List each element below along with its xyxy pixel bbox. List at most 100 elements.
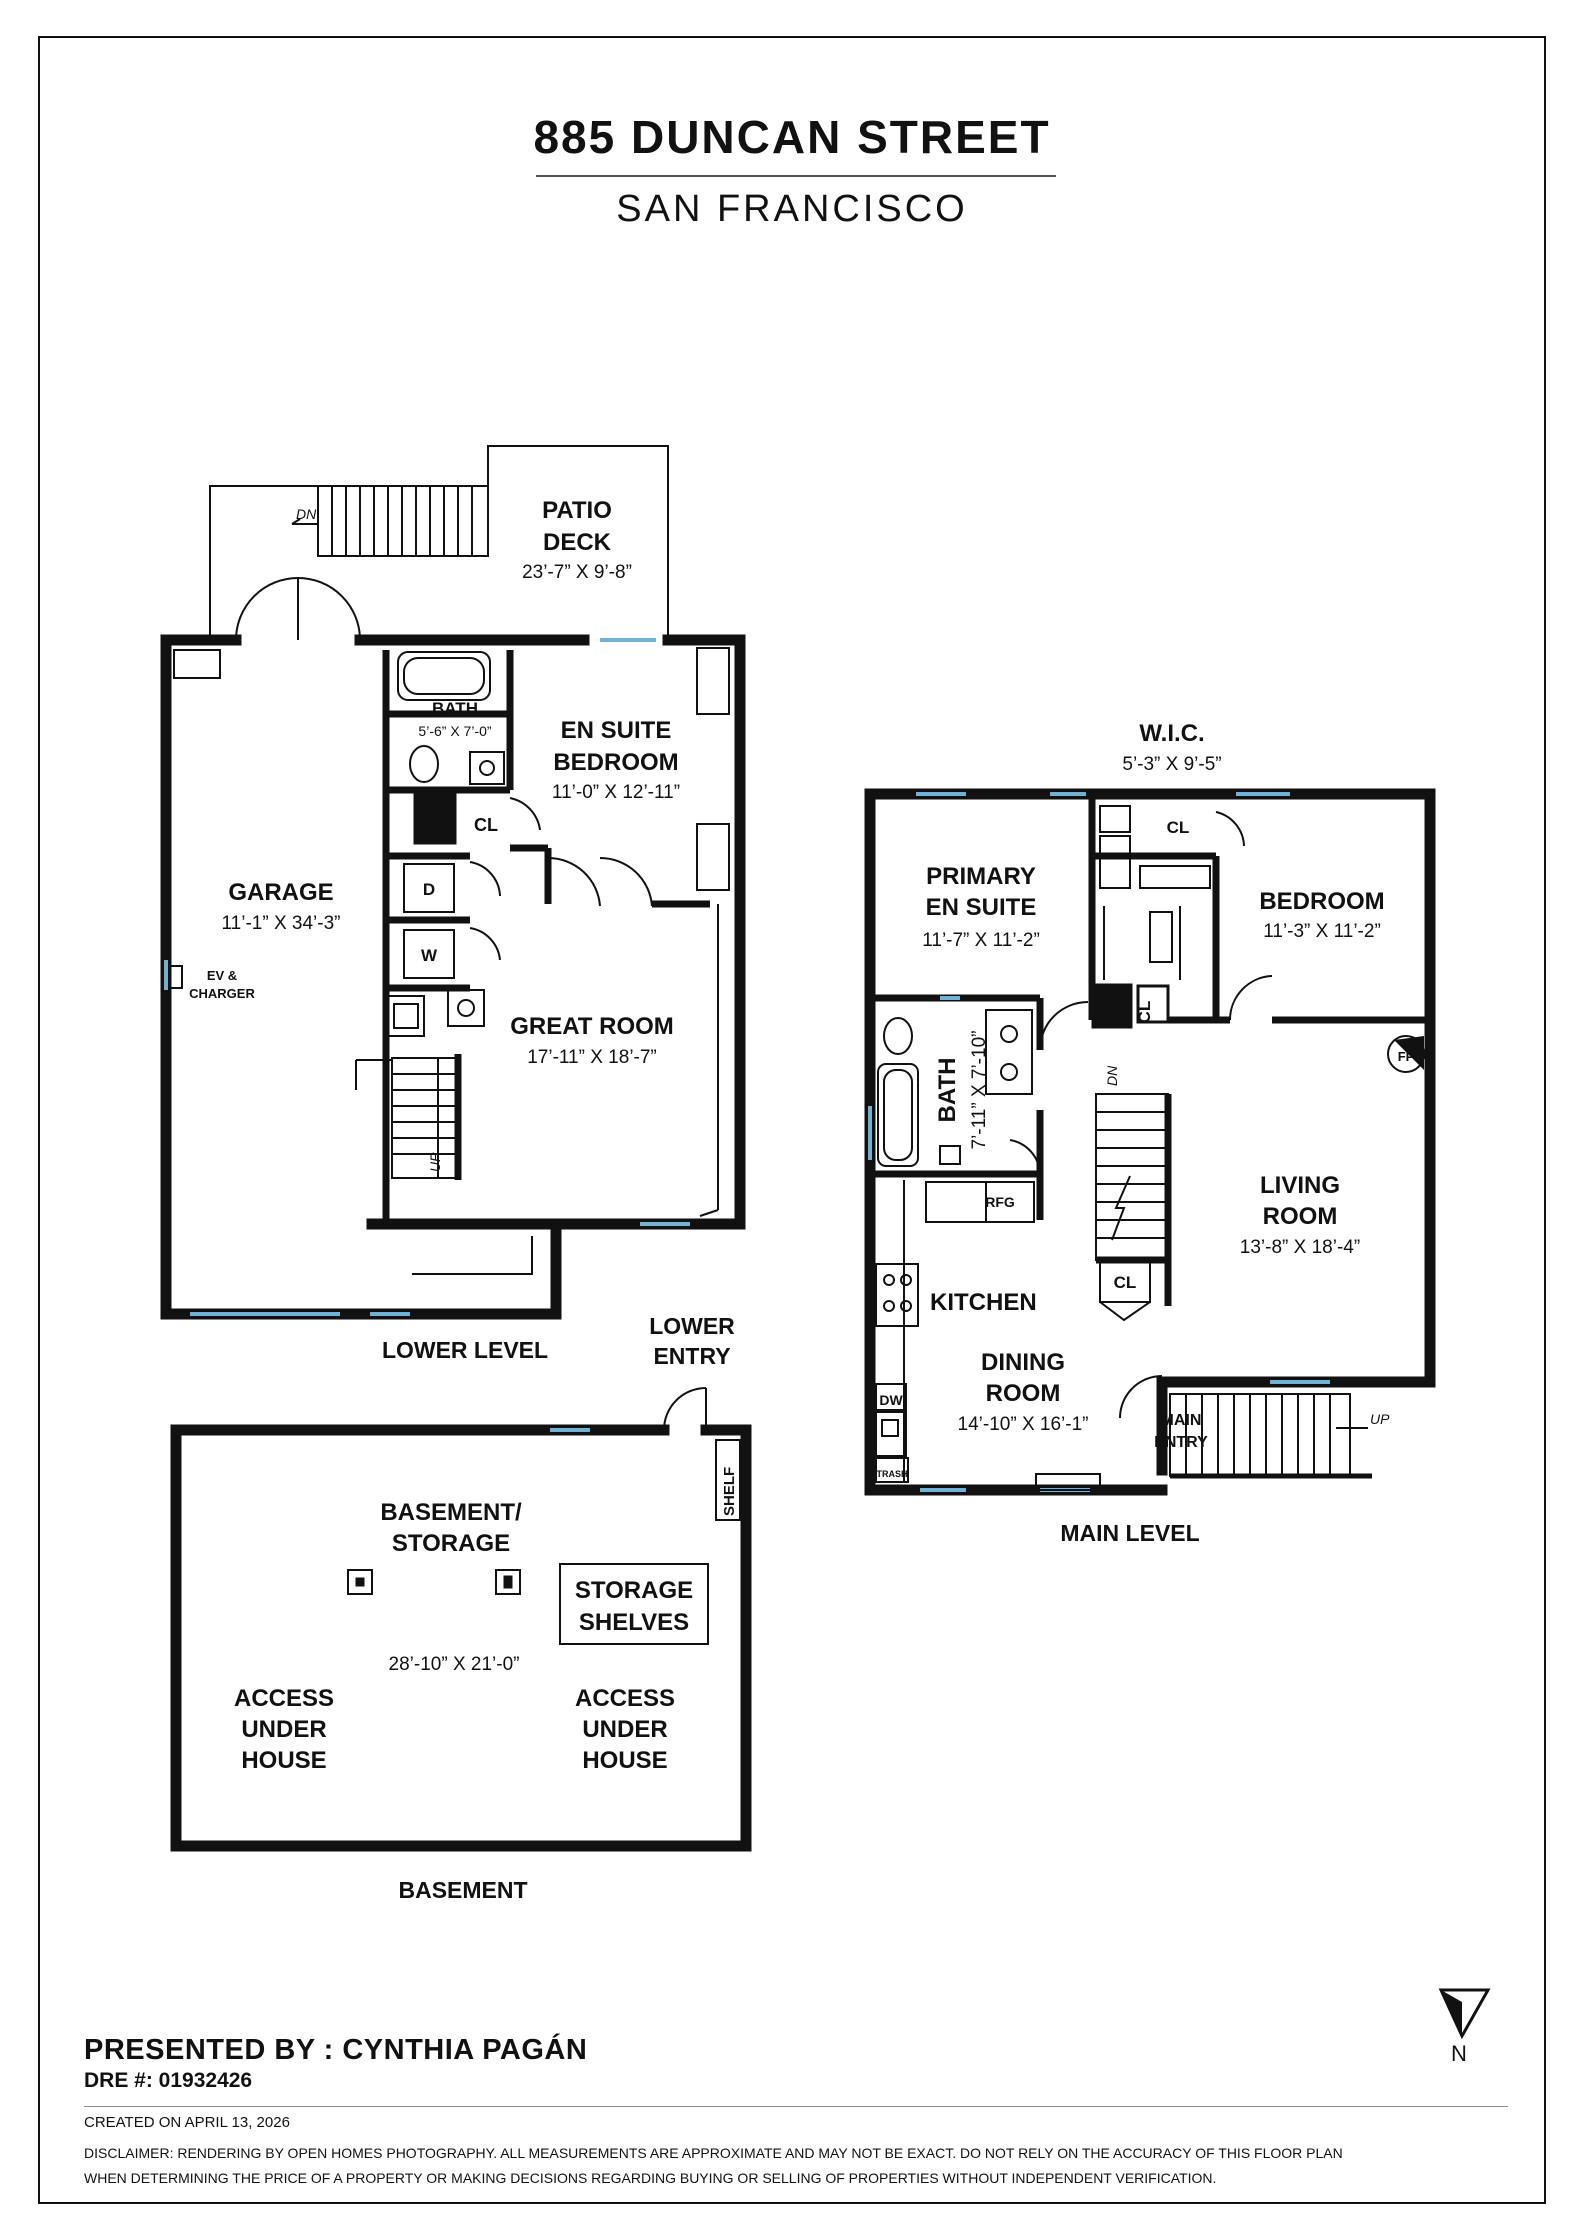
fireplace-symbol [1387,1035,1425,1073]
stair-closet-label: CL [1114,1273,1137,1292]
main-entry-label-line2: ENTRY [1154,1434,1208,1451]
disclaimer-line-2: WHEN DETERMINING THE PRICE OF A PROPERTY… [84,2170,1217,2186]
bedroom-dims: 11’-3” X 11’-2” [1263,921,1381,942]
kitchen-counters [875,1180,1101,1491]
great-room-dims: 17’-11” X 18’-7” [527,1047,657,1068]
patio-deck-name-line1: PATIO [542,497,612,524]
lower-level-label: LOWER LEVEL [382,1337,548,1363]
main-level-plan [864,788,1436,1496]
basement-room-name-line2: STORAGE [392,1530,510,1557]
lower-bath-dims: 5’-6” X 7’-0” [418,723,491,739]
main-level-label: MAIN LEVEL [1060,1520,1199,1546]
washer-label: W [421,946,438,965]
dining-room-name-line1: DINING [981,1349,1065,1376]
primary-suite-name-line1: PRIMARY [926,863,1036,890]
refrigerator-label: RFG [985,1194,1015,1210]
dre-number: DRE #: 01932426 [84,2069,253,2092]
basement-shelf [715,1439,741,1521]
lower-entry-step [412,1236,533,1275]
primary-suite-name-line2: EN SUITE [926,894,1037,921]
lower-interior-stairs [355,1057,457,1179]
main-level-doors [1009,811,1273,1419]
patio-stairs-dn-label: DN [296,506,317,522]
shelf-label: SHELF [721,1467,738,1516]
main-bath-name: BATH [934,1058,961,1123]
main-entry-label-line1: MAIN [1161,1412,1202,1429]
wic-shelving [1099,805,1211,980]
lower-chimney-block [413,791,457,845]
lower-bath-name: BATH [432,699,478,718]
main-interior-stairs [1095,1093,1169,1261]
patio-deck-dims: 23’-7” X 9’-8” [522,562,632,583]
property-address: 885 DUNCAN STREET [533,111,1051,163]
trash-label: TRASH [877,1469,908,1479]
stair-closet [1099,1261,1151,1322]
patio-deck-name-line2: DECK [543,529,612,556]
bedroom-name: BEDROOM [1259,888,1384,915]
garage-sinks [387,989,485,1037]
garage-name: GARAGE [228,879,333,906]
basement-room-name-line1: BASEMENT/ [380,1499,522,1526]
disclaimer: DISCLAIMER: RENDERING BY OPEN HOMES PHOT… [84,2141,1514,2191]
laundry-machines [403,863,455,979]
property-city: SAN FRANCISCO [616,188,968,230]
ev-charger-label-line1: EV & [207,968,237,983]
en-suite-bedroom-name-line2: BEDROOM [553,749,678,776]
lower-level-doors [235,577,653,961]
primary-suite-dims: 11’-7” X 11’-2” [922,930,1040,951]
lower-entry-door [663,1387,707,1431]
page-frame [38,36,1546,2204]
dining-room-name-line2: ROOM [986,1380,1061,1407]
created-date: CREATED ON APRIL 13, 2026 [84,2114,290,2131]
north-label: N [1451,2041,1467,2066]
basement-dims: 28’-10” X 21’-0” [389,1654,520,1675]
en-suite-bedroom-name-line1: EN SUITE [561,717,672,744]
lower-bath-fixtures [397,651,505,785]
main-stairs-up-label: UP [1370,1411,1390,1427]
main-bath-fixtures [877,1009,1033,1167]
fireplace-label: FP [1398,1049,1415,1064]
ev-charger-label-line2: CHARGER [189,986,255,1001]
access-under-house-right-line3: HOUSE [582,1747,667,1774]
storage-shelves-line1: STORAGE [575,1577,693,1604]
presented-by: PRESENTED BY : CYNTHIA PAGÁN [84,2034,588,2066]
wic-dims: 5’-3” X 9’-5” [1122,754,1221,775]
support-post-right [495,1569,521,1595]
great-room-name: GREAT ROOM [510,1013,674,1040]
footer-divider [84,2106,1508,2107]
access-under-house-right-line2: UNDER [582,1716,667,1743]
living-room-name-line1: LIVING [1260,1172,1340,1199]
access-under-house-left-line3: HOUSE [241,1747,326,1774]
kitchen-label: KITCHEN [930,1289,1037,1316]
great-room-built-ins [696,647,730,1217]
storage-shelves-line2: SHELVES [579,1609,689,1636]
lower-stairs-up-label: UP [427,1152,443,1172]
access-under-house-left-line2: UNDER [241,1716,326,1743]
main-closet-box [1136,984,1170,1024]
wic-closet-label: CL [1167,818,1190,837]
living-room-dims: 13’-8” X 18’-4” [1240,1237,1360,1258]
patio-stairs [291,485,489,557]
lower-entry-label-line2: ENTRY [653,1343,730,1369]
en-suite-bedroom-dims: 11’-0” X 12’-11” [552,782,680,803]
dining-room-dims: 14’-10” X 16’-1” [958,1414,1089,1435]
main-chimney-block [1091,983,1133,1029]
basement-label: BASEMENT [398,1877,527,1903]
title-divider [536,175,1056,177]
lower-entry-label-line1: LOWER [649,1313,735,1339]
lower-level-interior-walls [382,650,710,1224]
north-arrow-icon [1438,1988,1491,2040]
dryer-label: D [423,880,435,899]
access-under-house-left-line1: ACCESS [234,1685,334,1712]
patio-deck-outline [209,445,669,640]
garage-storage-bin [173,649,221,679]
dishwasher-label: DW [879,1392,903,1408]
basement-plan [170,1387,752,1852]
lower-level-windows [164,638,690,1316]
main-bath-dims: 7’-11” X 7’-10” [969,1031,990,1150]
lower-level-plan [160,445,746,1320]
basement-walls [170,1424,752,1852]
ev-charger-box [169,965,183,989]
garage-dims: 11’-1” X 34’-3” [222,913,341,934]
